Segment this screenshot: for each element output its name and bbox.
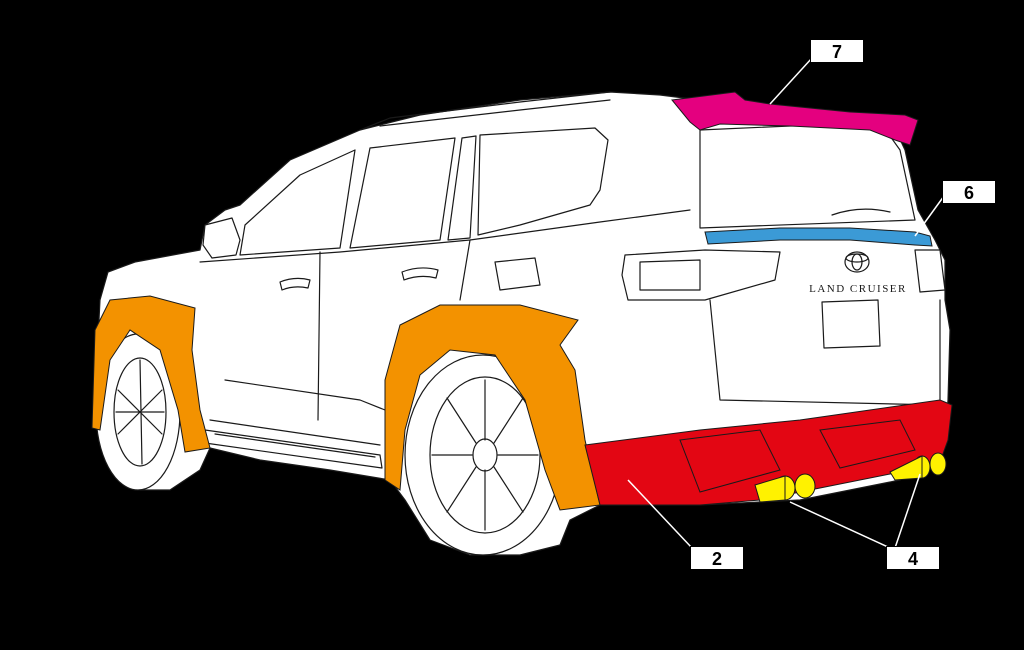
callout-2: 2 (690, 546, 744, 570)
roof-rail-inner (379, 99, 611, 127)
roof-spoiler-part-7 (671, 91, 919, 146)
fuel-door (494, 257, 541, 291)
leader-line-4a (789, 501, 891, 549)
middle-side-window (349, 137, 456, 249)
rear-rim (429, 376, 541, 534)
toyota-emblem (844, 251, 870, 273)
exhaust-tip-right-2 (929, 452, 947, 476)
rear-wiper (831, 208, 891, 216)
door-handle-front (279, 277, 311, 291)
leader-line-4b (894, 473, 921, 549)
callout-7: 7 (810, 39, 864, 63)
rear-window (699, 121, 916, 229)
front-rim (113, 357, 167, 467)
rear-fender-flare (384, 304, 601, 511)
door-seam-rear (459, 239, 471, 301)
pillar-window (447, 135, 477, 241)
tailgate-emblem-text: LAND CRUISER (809, 283, 907, 295)
side-mirror (202, 217, 241, 259)
rear-side-window (477, 127, 609, 236)
leader-line-2 (627, 479, 693, 549)
tail-light-right (914, 249, 946, 293)
rear-garnish-part-6 (704, 227, 933, 247)
door-seam-front (317, 251, 321, 421)
front-fender-flare (91, 295, 211, 453)
callout-6: 6 (942, 180, 996, 204)
exhaust-tip-left-2 (794, 473, 816, 499)
license-plate (821, 299, 881, 349)
tail-light-left-inner (639, 259, 701, 291)
tailgate (709, 299, 941, 406)
leader-line-6 (914, 195, 945, 237)
leader-line-7 (769, 57, 813, 105)
tail-light-left (621, 249, 781, 301)
door-handle-rear (401, 267, 439, 281)
roof-rail (359, 91, 611, 131)
front-side-window (239, 149, 356, 256)
callout-4: 4 (886, 546, 940, 570)
lower-character-line (224, 379, 386, 411)
rocker-line (209, 419, 381, 446)
